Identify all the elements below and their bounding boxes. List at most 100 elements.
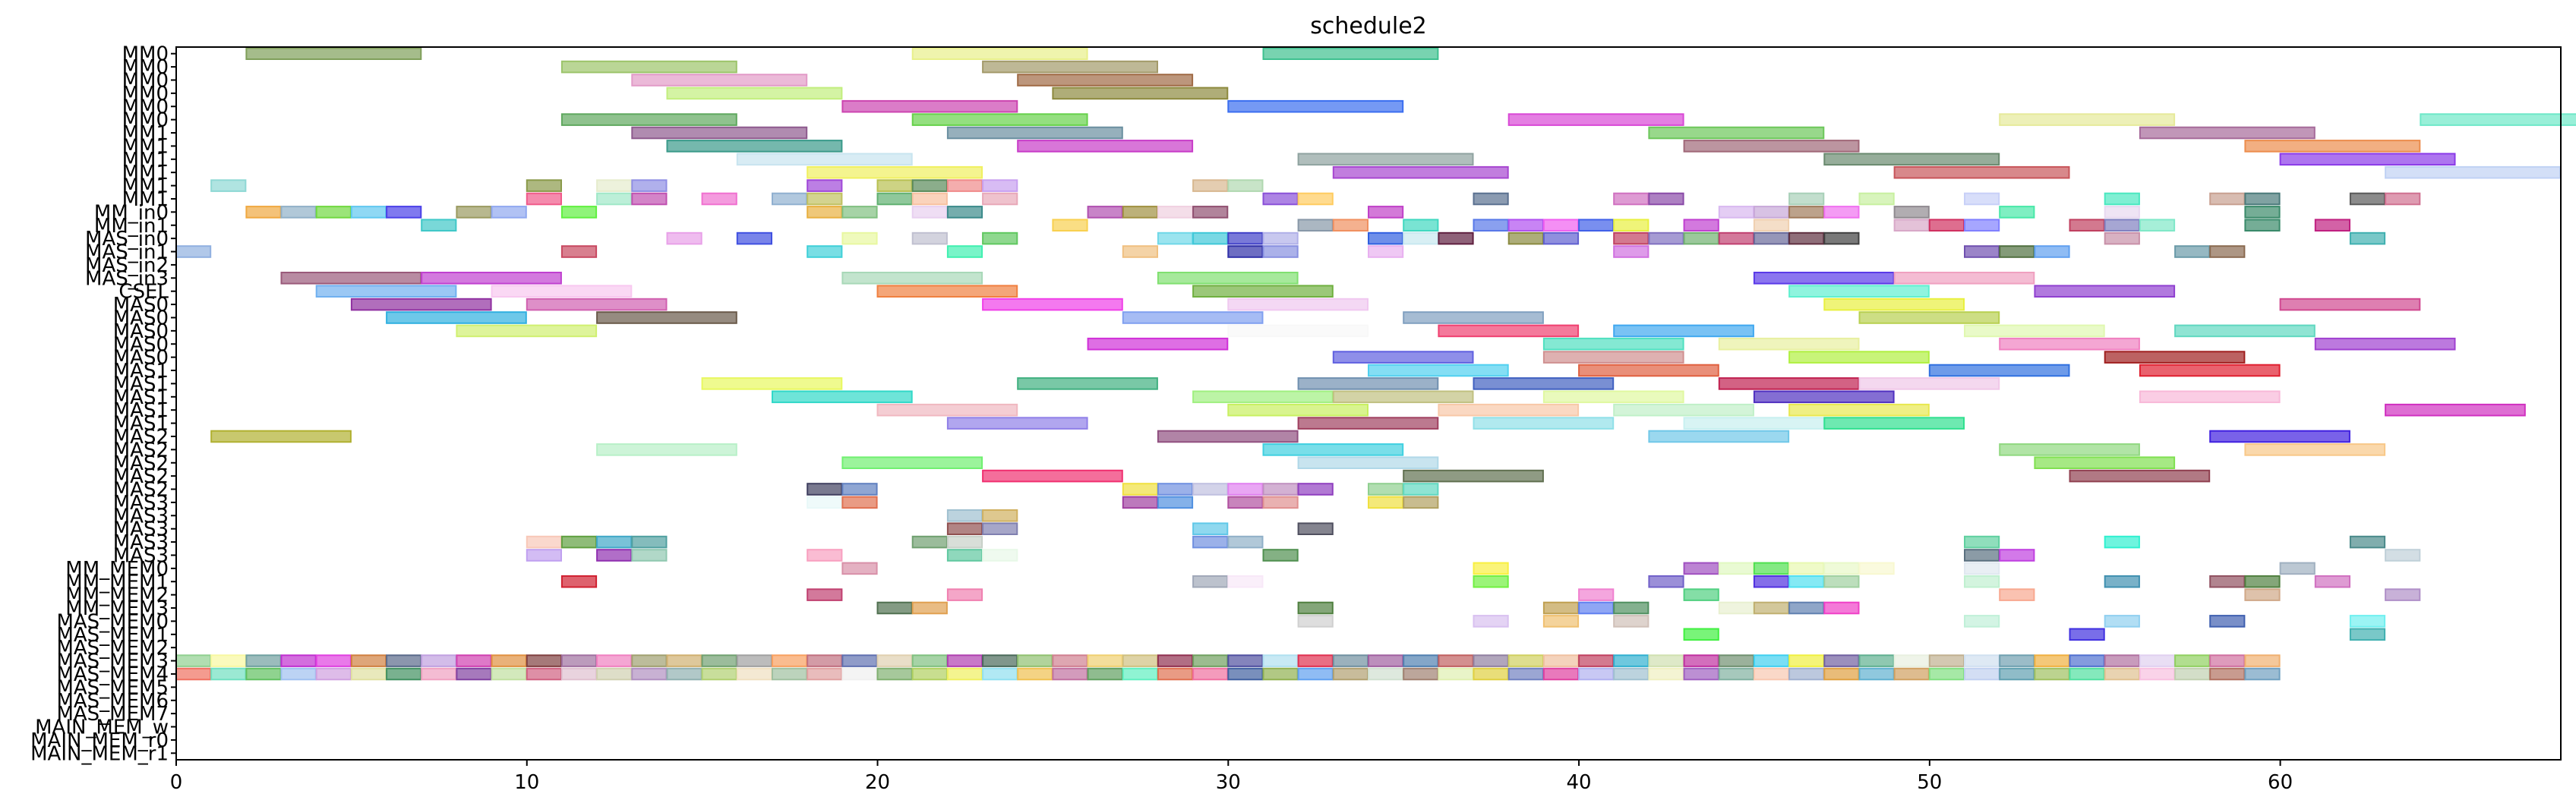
- task-bar: [946, 522, 983, 536]
- task-bar: [1473, 377, 1615, 390]
- task-bar: [1578, 667, 1615, 681]
- task-bar: [596, 667, 633, 681]
- row-label: MAS2: [113, 439, 169, 461]
- task-bar: [2104, 206, 2140, 219]
- task-bar: [2104, 219, 2140, 231]
- task-bar: [596, 443, 737, 456]
- task-bar: [421, 654, 457, 667]
- task-bar: [1157, 496, 1194, 509]
- task-bar: [1788, 206, 1825, 219]
- task-bar: [560, 535, 598, 549]
- row-label: MAS_MEM5: [56, 676, 169, 699]
- chart-title: schedule2: [1310, 13, 1427, 39]
- task-bar: [245, 47, 422, 61]
- task-bar: [1473, 417, 1615, 430]
- task-bar: [1227, 575, 1264, 588]
- task-bar: [1017, 377, 1158, 390]
- task-bar: [2349, 628, 2386, 641]
- task-bar: [1823, 601, 1860, 615]
- task-bar: [1858, 192, 1895, 206]
- task-bar: [1718, 337, 1860, 351]
- task-bar: [946, 245, 983, 258]
- task-bar: [1368, 483, 1404, 496]
- task-bar: [2139, 667, 2176, 681]
- task-bar: [1858, 562, 1895, 575]
- task-bar: [1157, 483, 1194, 496]
- task-bar: [2209, 245, 2246, 258]
- task-bar: [841, 654, 878, 667]
- task-bar: [946, 549, 983, 562]
- row-label: MM_MEM3: [65, 597, 169, 620]
- task-bar: [982, 509, 1018, 522]
- task-bar: [1473, 219, 1509, 231]
- task-bar: [1122, 667, 1159, 681]
- task-bar: [2244, 575, 2281, 588]
- task-bar: [772, 390, 913, 404]
- task-bar: [280, 206, 317, 219]
- task-bar: [982, 667, 1018, 681]
- task-bar: [911, 535, 948, 549]
- task-bar: [2349, 615, 2386, 628]
- task-bar: [1227, 99, 1404, 113]
- task-bar: [807, 667, 843, 681]
- task-bar: [596, 179, 633, 192]
- task-bar: [807, 496, 843, 509]
- task-bar: [1017, 667, 1053, 681]
- task-bar: [631, 535, 668, 549]
- row-label: MM1: [122, 122, 169, 145]
- task-bar: [1227, 245, 1264, 258]
- task-bar: [1964, 324, 2105, 338]
- x-tick-label: 30: [1216, 771, 1241, 794]
- task-bar: [2209, 430, 2350, 443]
- task-bar: [1403, 667, 1439, 681]
- task-bar: [911, 47, 1088, 61]
- task-bar: [1473, 615, 1509, 628]
- task-bar: [1332, 390, 1474, 404]
- task-bar: [2209, 667, 2246, 681]
- task-bar: [1403, 469, 1544, 483]
- task-bar: [1788, 403, 1930, 417]
- task-bar: [560, 667, 598, 681]
- task-bar: [1999, 337, 2140, 351]
- row-label: MAS1: [113, 399, 169, 422]
- task-bar: [1157, 206, 1194, 219]
- task-bar: [1999, 667, 2035, 681]
- task-bar: [841, 99, 1018, 113]
- task-bar: [982, 231, 1018, 245]
- task-bar: [1087, 337, 1229, 351]
- task-bar: [1964, 192, 2000, 206]
- task-bar: [1542, 219, 1580, 231]
- task-bar: [596, 192, 633, 206]
- task-bar: [1368, 245, 1404, 258]
- task-bar: [1893, 272, 2035, 285]
- task-bar: [1403, 231, 1439, 245]
- task-bar: [1542, 601, 1580, 615]
- task-bar: [315, 654, 352, 667]
- task-bar: [210, 654, 247, 667]
- row-label: CSEL: [118, 281, 169, 304]
- task-bar: [1262, 667, 1299, 681]
- task-bar: [1438, 654, 1474, 667]
- task-bar: [1893, 165, 2070, 179]
- task-bar: [946, 179, 983, 192]
- task-bar: [2104, 654, 2140, 667]
- task-bar: [841, 483, 878, 496]
- task-bar: [1227, 483, 1264, 496]
- task-bars: [175, 47, 2576, 681]
- row-label: MAS_in2: [85, 254, 169, 277]
- row-label: MAS_MEM6: [56, 690, 169, 713]
- task-bar: [1893, 219, 1930, 231]
- task-bar: [1473, 654, 1509, 667]
- task-bar: [1297, 601, 1334, 615]
- task-bar: [2244, 140, 2421, 153]
- task-bar: [1262, 654, 1299, 667]
- task-bar: [807, 165, 983, 179]
- task-bar: [2069, 654, 2105, 667]
- task-bar: [1893, 654, 1930, 667]
- task-bar: [1999, 206, 2035, 219]
- task-bar: [1473, 667, 1509, 681]
- task-bar: [596, 311, 737, 324]
- task-bar: [1087, 654, 1123, 667]
- row-label: MAS3: [113, 518, 169, 541]
- task-bar: [1297, 483, 1334, 496]
